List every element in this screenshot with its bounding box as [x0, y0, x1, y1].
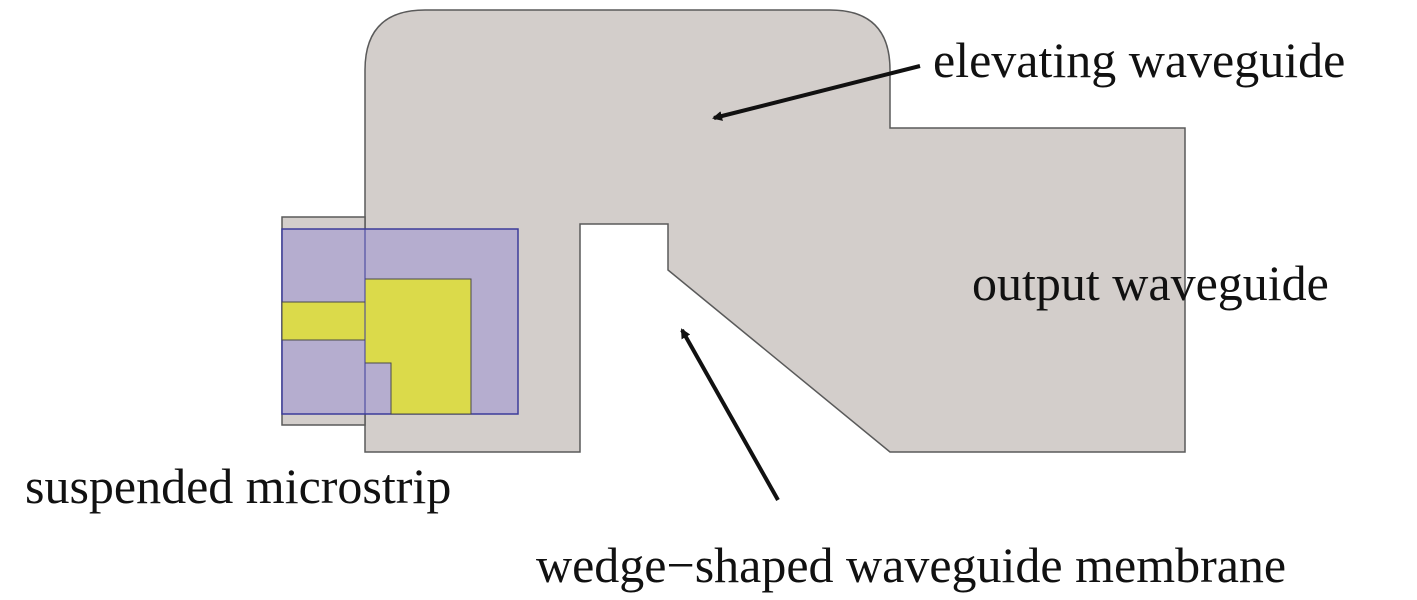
- microstrip-line: [281, 301, 366, 341]
- waveguide-body: [364, 9, 1186, 453]
- arrow-icon: [712, 64, 921, 121]
- label-suspended-microstrip: suspended microstrip: [25, 458, 451, 514]
- label-wedge-membrane: wedge−shaped waveguide membrane: [536, 537, 1286, 593]
- label-elevating-waveguide: elevating waveguide: [933, 32, 1345, 88]
- arrow-icon: [680, 328, 780, 501]
- label-output-waveguide: output waveguide: [972, 255, 1329, 311]
